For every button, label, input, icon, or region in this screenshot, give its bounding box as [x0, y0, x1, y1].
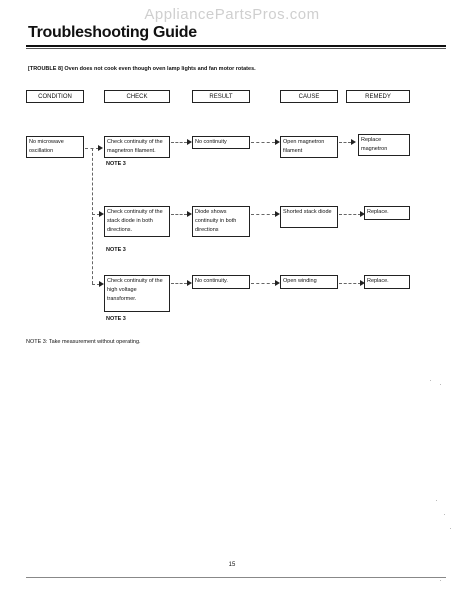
cause-text-2: Shorted stack diode — [283, 209, 332, 215]
check-text-3: Check continuity of the high voltage tra… — [107, 278, 163, 302]
check-box-3: Check continuity of the high voltage tra… — [104, 275, 170, 312]
watermark: AppliancePartsPros.com — [144, 6, 320, 23]
connector-trunk — [92, 148, 93, 284]
remedy-box-3: Replace. — [364, 275, 410, 289]
scan-speck — [444, 514, 445, 515]
header-condition-label: CONDITION — [38, 94, 72, 100]
cause-box-3: Open winding — [280, 275, 338, 289]
header-remedy: REMEDY — [346, 90, 410, 103]
check-box-1: Check continuity of the magnetron filame… — [104, 136, 170, 158]
page-number: 15 — [228, 562, 236, 568]
header-cause: CAUSE — [280, 90, 338, 103]
check-text-2: Check continuity of the stack diode in b… — [107, 209, 163, 233]
condition-text: No microwave oscillation — [29, 139, 64, 154]
header-result-label: RESULT — [209, 94, 233, 100]
connector-line — [251, 214, 275, 215]
header-check: CHECK — [104, 90, 170, 103]
scan-speck — [430, 380, 431, 381]
connector-line — [171, 142, 187, 143]
condition-box: No microwave oscillation — [26, 136, 84, 158]
note-label-1: NOTE 3 — [106, 161, 126, 167]
cause-box-1: Open magnetron filament — [280, 136, 338, 158]
arrow-icon — [187, 211, 192, 217]
scan-speck — [440, 384, 441, 385]
arrow-icon — [275, 211, 280, 217]
header-check-label: CHECK — [126, 94, 148, 100]
arrow-icon — [187, 139, 192, 145]
arrow-icon — [360, 211, 365, 217]
remedy-text-2: Replace. — [367, 209, 389, 215]
remedy-text-3: Replace. — [367, 278, 389, 284]
check-box-2: Check continuity of the stack diode in b… — [104, 206, 170, 237]
connector-line — [92, 214, 100, 215]
connector-line — [339, 283, 361, 284]
arrow-icon — [351, 139, 356, 145]
header-cause-label: CAUSE — [298, 94, 320, 100]
cause-box-2: Shorted stack diode — [280, 206, 338, 228]
cause-text-1: Open magnetron filament — [283, 139, 325, 154]
connector-line — [92, 284, 100, 285]
result-text-3: No continuity. — [195, 278, 228, 284]
connector-line — [251, 283, 275, 284]
connector-line — [171, 214, 187, 215]
scan-speck — [436, 500, 437, 501]
header-remedy-label: REMEDY — [365, 94, 391, 100]
remedy-box-2: Replace. — [364, 206, 410, 220]
note-label-2: NOTE 3 — [106, 247, 126, 253]
result-text-1: No continuity — [195, 139, 227, 145]
remedy-text-1: Replace magnetron — [361, 137, 388, 152]
connector-line — [339, 214, 361, 215]
title-rule-thin — [26, 48, 446, 49]
result-box-2: Diode shows continuity in both direction… — [192, 206, 250, 237]
footnote: NOTE 3: Take measurement without operati… — [26, 339, 141, 345]
note-label-3: NOTE 3 — [106, 316, 126, 322]
scan-speck — [440, 580, 441, 581]
connector-line — [171, 283, 187, 284]
arrow-icon — [187, 280, 192, 286]
arrow-icon — [98, 145, 103, 151]
arrow-icon — [99, 211, 104, 217]
connector-line — [251, 142, 275, 143]
page-title: Troubleshooting Guide — [28, 24, 197, 41]
result-box-3: No continuity. — [192, 275, 250, 289]
remedy-box-1: Replace magnetron — [358, 134, 410, 156]
connector-line — [339, 142, 351, 143]
result-box-1: No continuity — [192, 136, 250, 149]
arrow-icon — [275, 280, 280, 286]
check-text-1: Check continuity of the magnetron filame… — [107, 139, 163, 154]
arrow-icon — [275, 139, 280, 145]
scan-speck — [450, 528, 451, 529]
cause-text-3: Open winding — [283, 278, 317, 284]
title-rule-thick — [26, 45, 446, 47]
header-condition: CONDITION — [26, 90, 84, 103]
arrow-icon — [360, 280, 365, 286]
bottom-rule — [26, 577, 446, 578]
trouble-heading: [TROUBLE 8] Oven does not cook even thou… — [28, 66, 256, 72]
result-text-2: Diode shows continuity in both direction… — [195, 209, 237, 233]
header-result: RESULT — [192, 90, 250, 103]
arrow-icon — [99, 281, 104, 287]
